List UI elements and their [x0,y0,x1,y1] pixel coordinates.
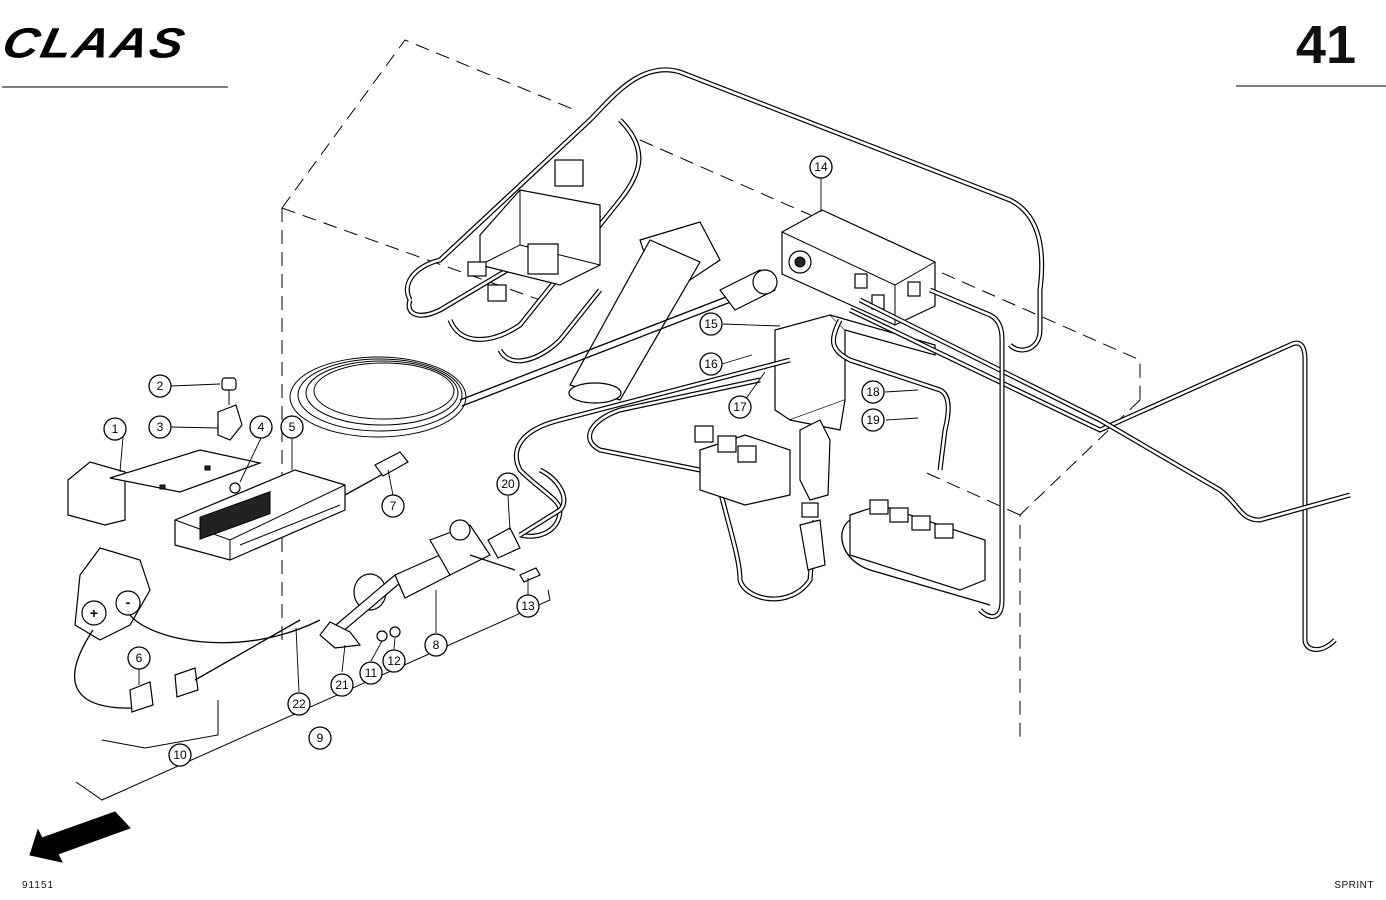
callout-2: 2 [148,374,172,398]
cable-connector [719,269,778,311]
callout-12: 12 [382,649,406,673]
display-unit [174,451,409,561]
drawing-code: 91151 [22,880,55,891]
hydraulic-hose-loop [404,67,1045,364]
svg-text:18: 18 [866,385,880,399]
callout-17: 17 [728,395,752,419]
nut-4 [229,482,241,494]
filter-cartridge [568,221,721,404]
svg-text:2: 2 [157,379,164,393]
svg-text:6: 6 [136,651,143,665]
svg-text:12: 12 [387,654,401,668]
arrow-down-left-icon [29,811,131,863]
coiled-cable [289,279,773,438]
callout-3: 3 [148,415,172,439]
callout-15: 15 [699,312,723,336]
callout-16: 16 [699,352,723,376]
callout-6: 6 [127,646,151,670]
svg-text:13: 13 [521,599,535,613]
svg-text:19: 19 [866,413,880,427]
svg-text:16: 16 [704,357,718,371]
cable-20 [518,467,567,538]
callout-14: 14 [809,155,833,179]
screw-and-clip [217,377,243,441]
svg-text:14: 14 [814,160,828,174]
callout-1: 1 [103,417,127,441]
svg-text:7: 7 [390,499,397,513]
svg-text:22: 22 [292,697,306,711]
svg-text:3: 3 [157,420,164,434]
valve-block-middle [694,419,831,571]
machine-outline [281,39,1141,740]
dimension-brackets [75,589,551,801]
callout-13: 13 [516,594,540,618]
svg-text:11: 11 [365,666,378,680]
callout-7: 7 [381,494,405,518]
svg-text:17: 17 [733,400,747,414]
svg-text:5: 5 [289,420,296,434]
callout-9: 9 [308,726,332,750]
svg-text:8: 8 [433,638,440,652]
svg-text:20: 20 [501,477,515,491]
callout-20: 20 [496,472,520,496]
model-name: SPRINT [1334,880,1374,891]
callout-22: 22 [287,692,311,716]
mounting-bracket [774,314,936,431]
valve-block-top [467,159,601,302]
connector-assembly [319,519,541,649]
callout-19: 19 [861,408,885,432]
callout-10: 10 [168,743,192,767]
mounting-plate [67,449,263,526]
svg-text:10: 10 [173,748,187,762]
tractor-socket [74,547,321,713]
control-box [781,209,936,326]
callout-21: 21 [330,673,354,697]
callout-18: 18 [861,380,885,404]
callout-5: 5 [280,415,304,439]
harness-middle [513,357,818,602]
callout-11: 11 [359,661,383,685]
leader-lines [119,178,919,693]
harness-right [830,287,1351,652]
negative-terminal-label: - [126,594,131,610]
valve-block-lower-right [841,499,991,606]
page-number: 41 [1295,15,1356,75]
svg-text:1: 1 [112,422,119,436]
svg-text:15: 15 [704,317,718,331]
callout-8: 8 [424,633,448,657]
svg-text:9: 9 [317,731,324,745]
positive-terminal-label: + [90,605,98,621]
callout-4: 4 [249,415,273,439]
svg-text:4: 4 [258,420,265,434]
svg-text:21: 21 [335,678,349,692]
